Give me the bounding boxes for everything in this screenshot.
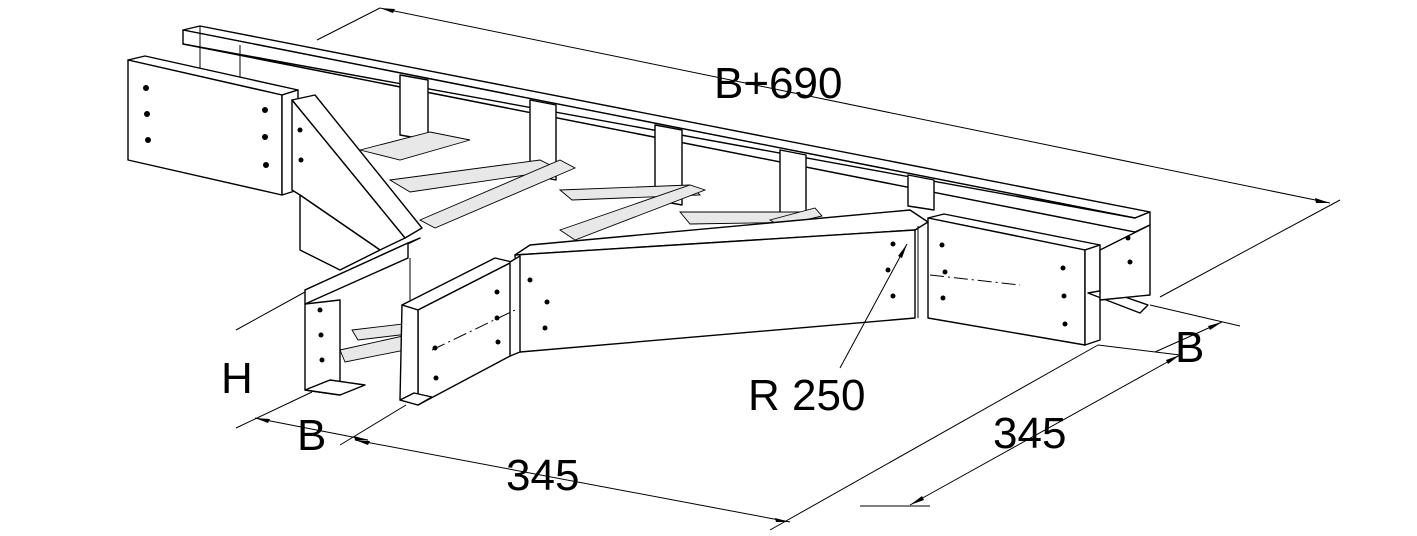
label-width-left: B <box>297 411 326 460</box>
left-bend-plate <box>291 94 423 271</box>
label-width-right: B <box>1175 323 1204 372</box>
label-radius: R 250 <box>748 371 865 420</box>
rungs <box>339 131 823 363</box>
front-left-connector-plate <box>399 257 513 406</box>
center-lines <box>431 274 1021 351</box>
back-side-rail <box>182 25 1151 233</box>
label-length-left: 345 <box>506 451 579 500</box>
label-height: H <box>221 354 253 403</box>
label-top-width: B+690 <box>714 59 842 108</box>
dimension-lines <box>235 7 1341 531</box>
label-length-right: 345 <box>993 409 1066 458</box>
front-side-rail <box>509 209 929 357</box>
right-connector-plate <box>927 213 1151 346</box>
front-left-side-rail <box>304 237 421 396</box>
left-connector-plate <box>127 55 299 196</box>
